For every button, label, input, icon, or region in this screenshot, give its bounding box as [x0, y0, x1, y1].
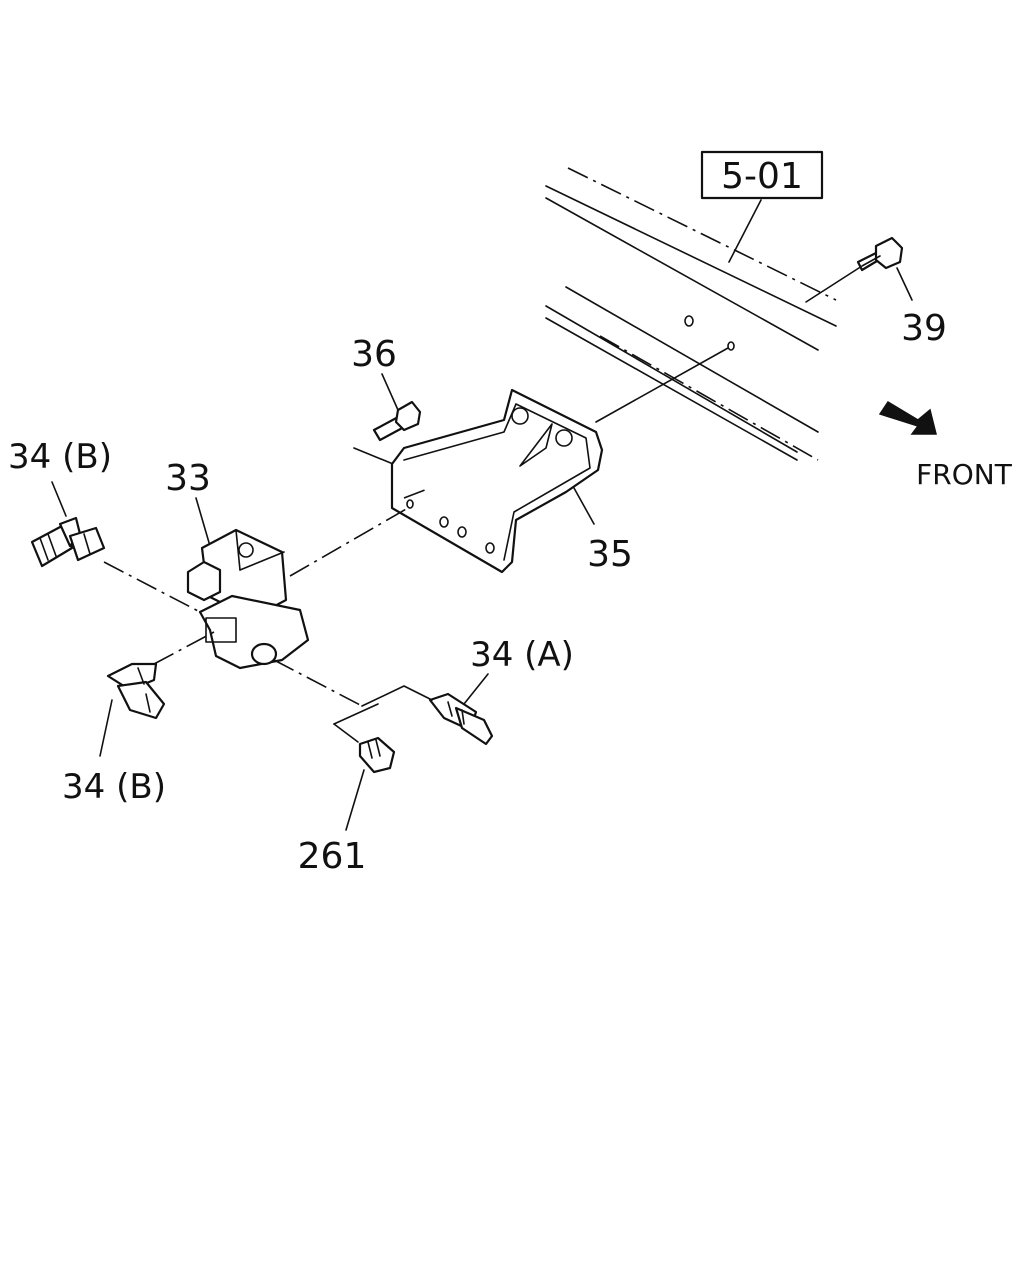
- fitting-34a: 34 (A): [273, 635, 574, 746]
- reference-box: 5-01: [700, 150, 824, 263]
- fitting-34b-bottom: 34 (B): [62, 631, 215, 807]
- callout-34b-top: 34 (B): [8, 437, 112, 477]
- callout-36: 36: [351, 334, 397, 375]
- front-label: FRONT: [916, 458, 1013, 491]
- frame-rail: [545, 167, 837, 461]
- reference-box-label: 5-01: [721, 156, 803, 197]
- callout-34a: 34 (A): [470, 635, 574, 675]
- valve-33: 33: [165, 458, 409, 670]
- callout-34b-bottom: 34 (B): [62, 767, 166, 807]
- bracket-35: 35: [390, 347, 729, 575]
- callout-39: 39: [901, 308, 947, 349]
- callout-261: 261: [298, 836, 367, 877]
- callout-33: 33: [165, 458, 211, 499]
- callout-35: 35: [587, 534, 633, 575]
- plug-261: 261: [298, 723, 396, 877]
- fitting-34b-top: 34 (B): [8, 437, 201, 613]
- front-arrow-icon: [878, 400, 937, 435]
- bolt-39: 39: [805, 236, 947, 349]
- bolt-36: 36: [351, 334, 422, 467]
